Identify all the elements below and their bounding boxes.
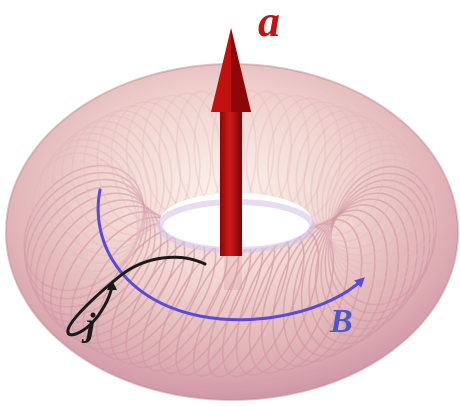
- torus-ring: [34, 192, 156, 324]
- torus-ring: [286, 105, 372, 231]
- torus-ring: [329, 152, 437, 289]
- current-loop-j: [66, 255, 207, 337]
- torus-ring: [292, 209, 388, 358]
- torus-ring: [23, 171, 146, 300]
- axis-label: a: [258, 0, 280, 46]
- torus-ring: [38, 138, 143, 272]
- torus-ring: [51, 126, 152, 257]
- torus-ring: [71, 114, 165, 243]
- torus-ring: [321, 132, 424, 265]
- torus-ring: [50, 205, 169, 338]
- field-label: B: [329, 303, 353, 340]
- torus-ring: [83, 109, 173, 236]
- torus-ring: [314, 192, 418, 338]
- torus-ring: [310, 120, 408, 249]
- torus-ring: [320, 185, 426, 330]
- axis-arrow: [211, 28, 251, 256]
- torus-ring: [328, 145, 435, 281]
- torus-ring: [44, 132, 147, 265]
- torus-ring: [300, 204, 400, 351]
- field-line-b: [96, 188, 365, 322]
- torus-ring: [308, 198, 410, 345]
- torus-ring: [31, 152, 139, 289]
- torus-ring: [33, 145, 140, 281]
- torus-ring: [23, 164, 145, 292]
- torus-ring: [60, 120, 158, 249]
- torus-ring: [303, 114, 397, 243]
- torus-ring: [96, 105, 182, 231]
- torus-ring: [316, 126, 417, 257]
- torus-ring: [272, 218, 363, 368]
- torus-ring: [26, 178, 148, 308]
- torus-ring: [325, 138, 430, 272]
